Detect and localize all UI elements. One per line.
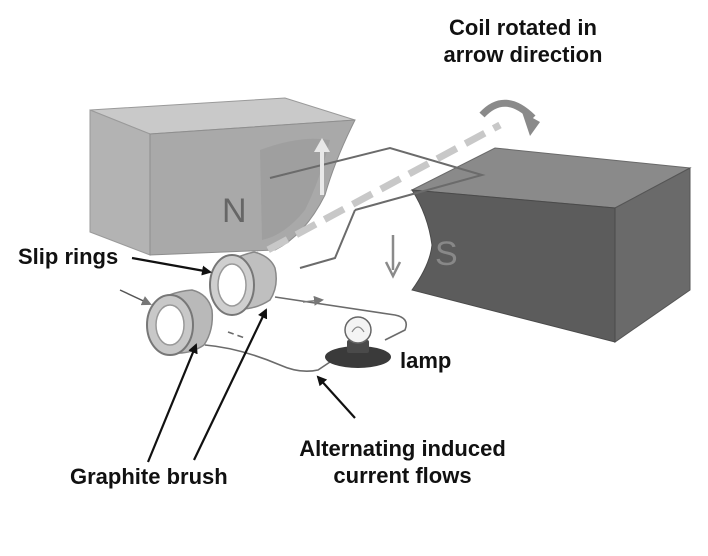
current-direction-arrow <box>302 295 324 306</box>
slip-ring-back <box>209 251 277 316</box>
north-pole-inner <box>260 138 330 240</box>
current-arrow <box>316 375 356 419</box>
north-pole-label: N <box>222 192 247 230</box>
coil-rotation-label: Coil rotated in arrow direction <box>408 14 638 68</box>
coil-rotation-line2: arrow direction <box>443 42 603 67</box>
coil-wire-side <box>299 209 356 269</box>
slip-rings-arrow <box>131 256 212 276</box>
rotation-arrow <box>479 99 540 136</box>
rotation-arrow-head <box>522 112 540 136</box>
south-pole-label: S <box>435 235 458 273</box>
brush-arrow-2 <box>193 308 268 461</box>
brush-arrow-1 <box>146 343 198 463</box>
alternating-current-line2: current flows <box>333 463 472 488</box>
alternating-current-line1: Alternating induced <box>299 436 506 461</box>
pointer-arrows <box>131 256 356 463</box>
coil-axis <box>238 121 502 269</box>
force-arrow-down <box>384 235 402 279</box>
slip-rings-label: Slip rings <box>18 244 119 269</box>
coil-wire-top <box>269 146 486 211</box>
lamp-icon <box>325 316 391 368</box>
south-magnet-face <box>411 189 616 343</box>
alternating-current-label: Alternating induced current flows <box>270 435 535 489</box>
coil-rotation-line1: Coil rotated in <box>449 15 597 40</box>
north-magnet <box>89 97 356 256</box>
coil-loop <box>238 121 502 269</box>
rotation-arrow-curve <box>479 99 536 121</box>
graphite-brush-label: Graphite brush <box>70 464 228 489</box>
brush-feed-arrow <box>119 289 152 306</box>
force-arrow-up <box>314 138 330 195</box>
lamp-label: lamp <box>400 348 452 373</box>
circuit-wire <box>204 296 408 372</box>
south-magnet <box>410 147 692 343</box>
north-magnet-front <box>89 109 151 256</box>
slip-ring-front <box>146 289 214 356</box>
